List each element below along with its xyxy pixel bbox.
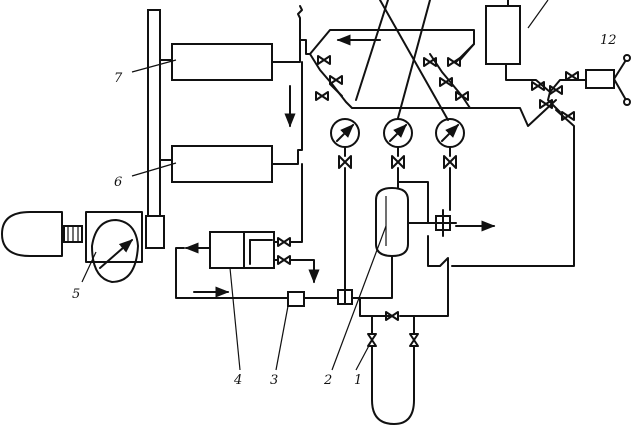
pressure-gauge-right (435, 118, 465, 148)
vent-line (297, 5, 303, 41)
label-7: 7 (114, 71, 123, 86)
label-6: 6 (114, 175, 122, 190)
accumulator-2 (375, 187, 409, 257)
pressure-gauge-middle (383, 118, 413, 148)
label-3: 3 (270, 373, 278, 388)
label-2: 2 (323, 373, 332, 388)
label-5: 5 (72, 287, 80, 302)
pressure-gauge-left (330, 118, 360, 148)
cross-connector-bottom (337, 289, 353, 305)
pump-5 (85, 211, 143, 283)
vertical-column (147, 9, 161, 217)
filter-3 (287, 291, 305, 307)
cylinder-7 (171, 43, 273, 81)
valve-pair-distributor (277, 237, 291, 265)
pump-coupling (145, 215, 165, 249)
label-1: 1 (354, 373, 362, 388)
label-4: 4 (233, 373, 242, 388)
distributor-4 (209, 231, 275, 269)
cross-connector-right (429, 209, 457, 237)
unit-12 (585, 54, 631, 106)
top-right-unit (485, 5, 521, 65)
electric-motor (1, 211, 83, 257)
label-12: 12 (600, 33, 617, 48)
bottom-loop-1 (371, 345, 415, 425)
cylinder-6 (171, 145, 273, 183)
